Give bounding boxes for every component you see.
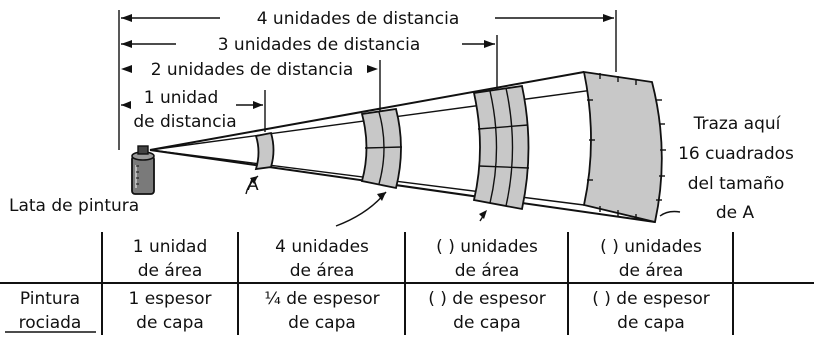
- a-marker-label: A: [247, 175, 259, 195]
- dimension-2-label: 2 unidades de distancia: [151, 60, 354, 80]
- panel-1-area: [254, 131, 275, 171]
- paint-cell-3-line2: de capa: [453, 313, 521, 333]
- paint-header-line2: rociada: [19, 313, 82, 333]
- paint-cell-4-line2: de capa: [617, 313, 685, 333]
- area-cell-4-line1: ( ) unidades: [600, 237, 702, 257]
- dimension-1-label-line1: 1 unidad: [144, 88, 219, 108]
- cone-top-edge: [149, 71, 585, 151]
- dimension-3-units: 3 unidades de distancia: [121, 35, 495, 55]
- trace-line-4: de A: [716, 203, 755, 223]
- area-cell-1-line2: de área: [138, 261, 203, 281]
- dimension-3-label: 3 unidades de distancia: [218, 35, 421, 55]
- panel-3-area: [472, 84, 530, 211]
- panel-4-area: [582, 70, 666, 224]
- area-cell-1-line1: 1 unidad: [133, 237, 208, 257]
- area-cell-3-line2: de área: [455, 261, 520, 281]
- trace-line-2: 16 cuadrados: [678, 144, 794, 164]
- cone-top-right-edge: [149, 81, 653, 151]
- paint-cell-1-line1: 1 espesor: [128, 289, 211, 309]
- paint-cell-1-line2: de capa: [136, 313, 204, 333]
- panel-2-area: [360, 107, 403, 190]
- trace-line-1: Traza aquí: [693, 114, 782, 134]
- dimension-4-label: 4 unidades de distancia: [257, 9, 460, 29]
- comparison-table: 1 unidad de área 4 unidades de área ( ) …: [0, 232, 814, 335]
- dimension-2-units: 2 unidades de distancia: [121, 60, 378, 80]
- trace-instruction: Traza aquí 16 cuadrados del tamaño de A: [678, 114, 794, 223]
- paint-can-label: Lata de pintura: [9, 196, 139, 216]
- label-arrows: [245, 175, 681, 227]
- cone-bottom-edge: [149, 149, 656, 223]
- paint-cell-2-line2: de capa: [288, 313, 356, 333]
- spray-cone: [149, 71, 656, 223]
- area-cell-2-line2: de área: [290, 261, 355, 281]
- dimension-1-unit: 1 unidad de distancia: [121, 88, 263, 132]
- dimension-4-units: 4 unidades de distancia: [121, 9, 614, 29]
- trace-line-3: del tamaño: [688, 174, 785, 194]
- paint-cell-3-line1: ( ) de espesor: [428, 289, 546, 309]
- paint-can-icon: [131, 145, 155, 195]
- paint-cell-4-line1: ( ) de espesor: [592, 289, 710, 309]
- dimension-1-label-line2: de distancia: [133, 112, 236, 132]
- distance-dimensions: 4 unidades de distancia 3 unidades de di…: [118, 9, 617, 150]
- area-cell-3-line1: ( ) unidades: [436, 237, 538, 257]
- area-cell-2-line1: 4 unidades: [275, 237, 369, 257]
- area-cell-4-line2: de área: [619, 261, 684, 281]
- paint-cell-2-line1: ¼ de espesor: [264, 289, 379, 309]
- paint-header-line1: Pintura: [20, 289, 80, 309]
